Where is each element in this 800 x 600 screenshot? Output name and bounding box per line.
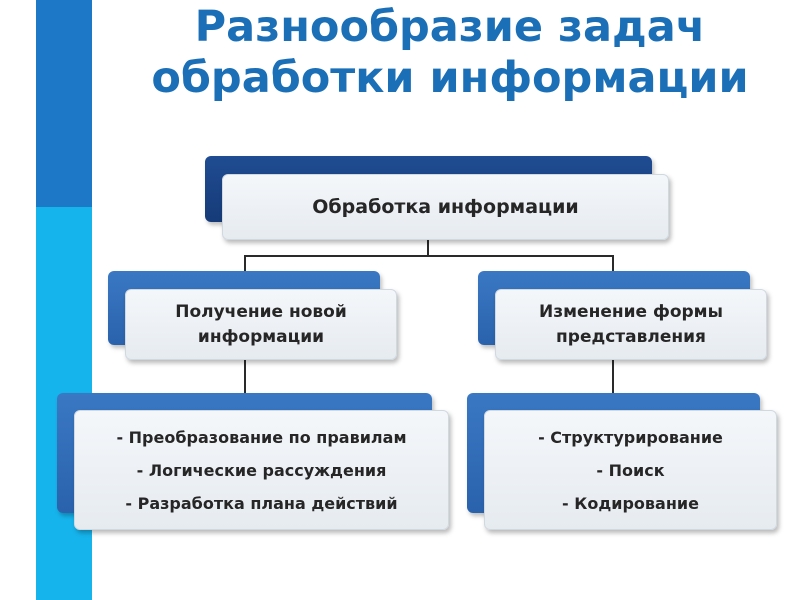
list-item: - Структурирование xyxy=(538,427,723,447)
branch-2-items-box: - Структурирование - Поиск - Кодирование xyxy=(484,410,777,530)
decorative-stripe-dark xyxy=(36,0,92,207)
connector-left-down xyxy=(244,255,246,271)
root-node: Обработка информации xyxy=(222,174,669,240)
branch-1-items-box: - Преобразование по правилам - Логически… xyxy=(74,410,449,530)
branch-2-label: Изменение формы представления xyxy=(539,301,723,347)
list-item: - Преобразование по правилам xyxy=(116,427,407,447)
list-item: - Поиск xyxy=(596,460,665,480)
connector-left-items xyxy=(244,360,246,393)
branch-1-node: Получение новой информации xyxy=(125,289,397,360)
root-node-label: Обработка информации xyxy=(312,196,579,218)
list-item: - Кодирование xyxy=(562,493,699,513)
branch-1-label: Получение новой информации xyxy=(175,301,347,347)
list-item: - Разработка плана действий xyxy=(125,493,398,513)
connector-right-down xyxy=(612,255,614,271)
branch-2-node: Изменение формы представления xyxy=(495,289,767,360)
connector-horizontal xyxy=(244,255,614,257)
connector-right-items xyxy=(612,360,614,393)
list-item: - Логические рассуждения xyxy=(136,460,387,480)
slide-title: Разнообразие задач обработки информации xyxy=(151,2,749,103)
connector-root-down xyxy=(427,240,429,256)
